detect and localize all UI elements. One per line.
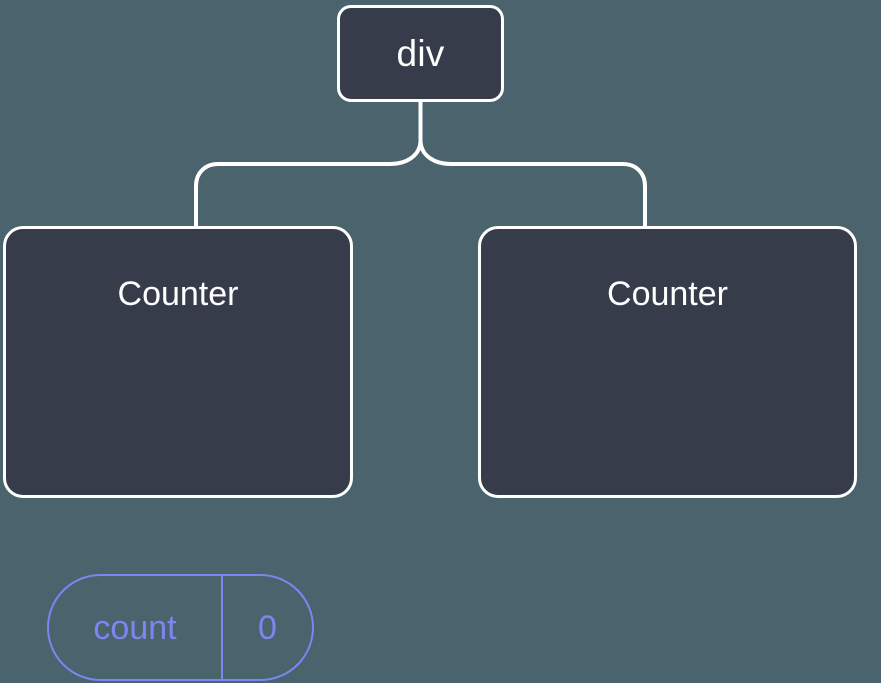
node-counter-right[interactable]: Counter count 1 [478,226,857,498]
edge-div-to-counter-right [418,139,647,226]
state-value-label: 0 [258,608,277,647]
node-div[interactable]: div [337,5,504,102]
counter-right-title: Counter [607,275,728,313]
counter-left-title: Counter [117,275,239,313]
edge-div-to-counter-left [194,139,423,226]
state-key-label: count [93,608,177,647]
diagram-canvas: div Counter count 0 Counter count 1 [3,5,857,681]
state-pill-count-left[interactable]: count 0 [47,574,314,681]
node-counter-left[interactable]: Counter count 0 [3,226,353,681]
node-div-label: div [396,33,445,74]
